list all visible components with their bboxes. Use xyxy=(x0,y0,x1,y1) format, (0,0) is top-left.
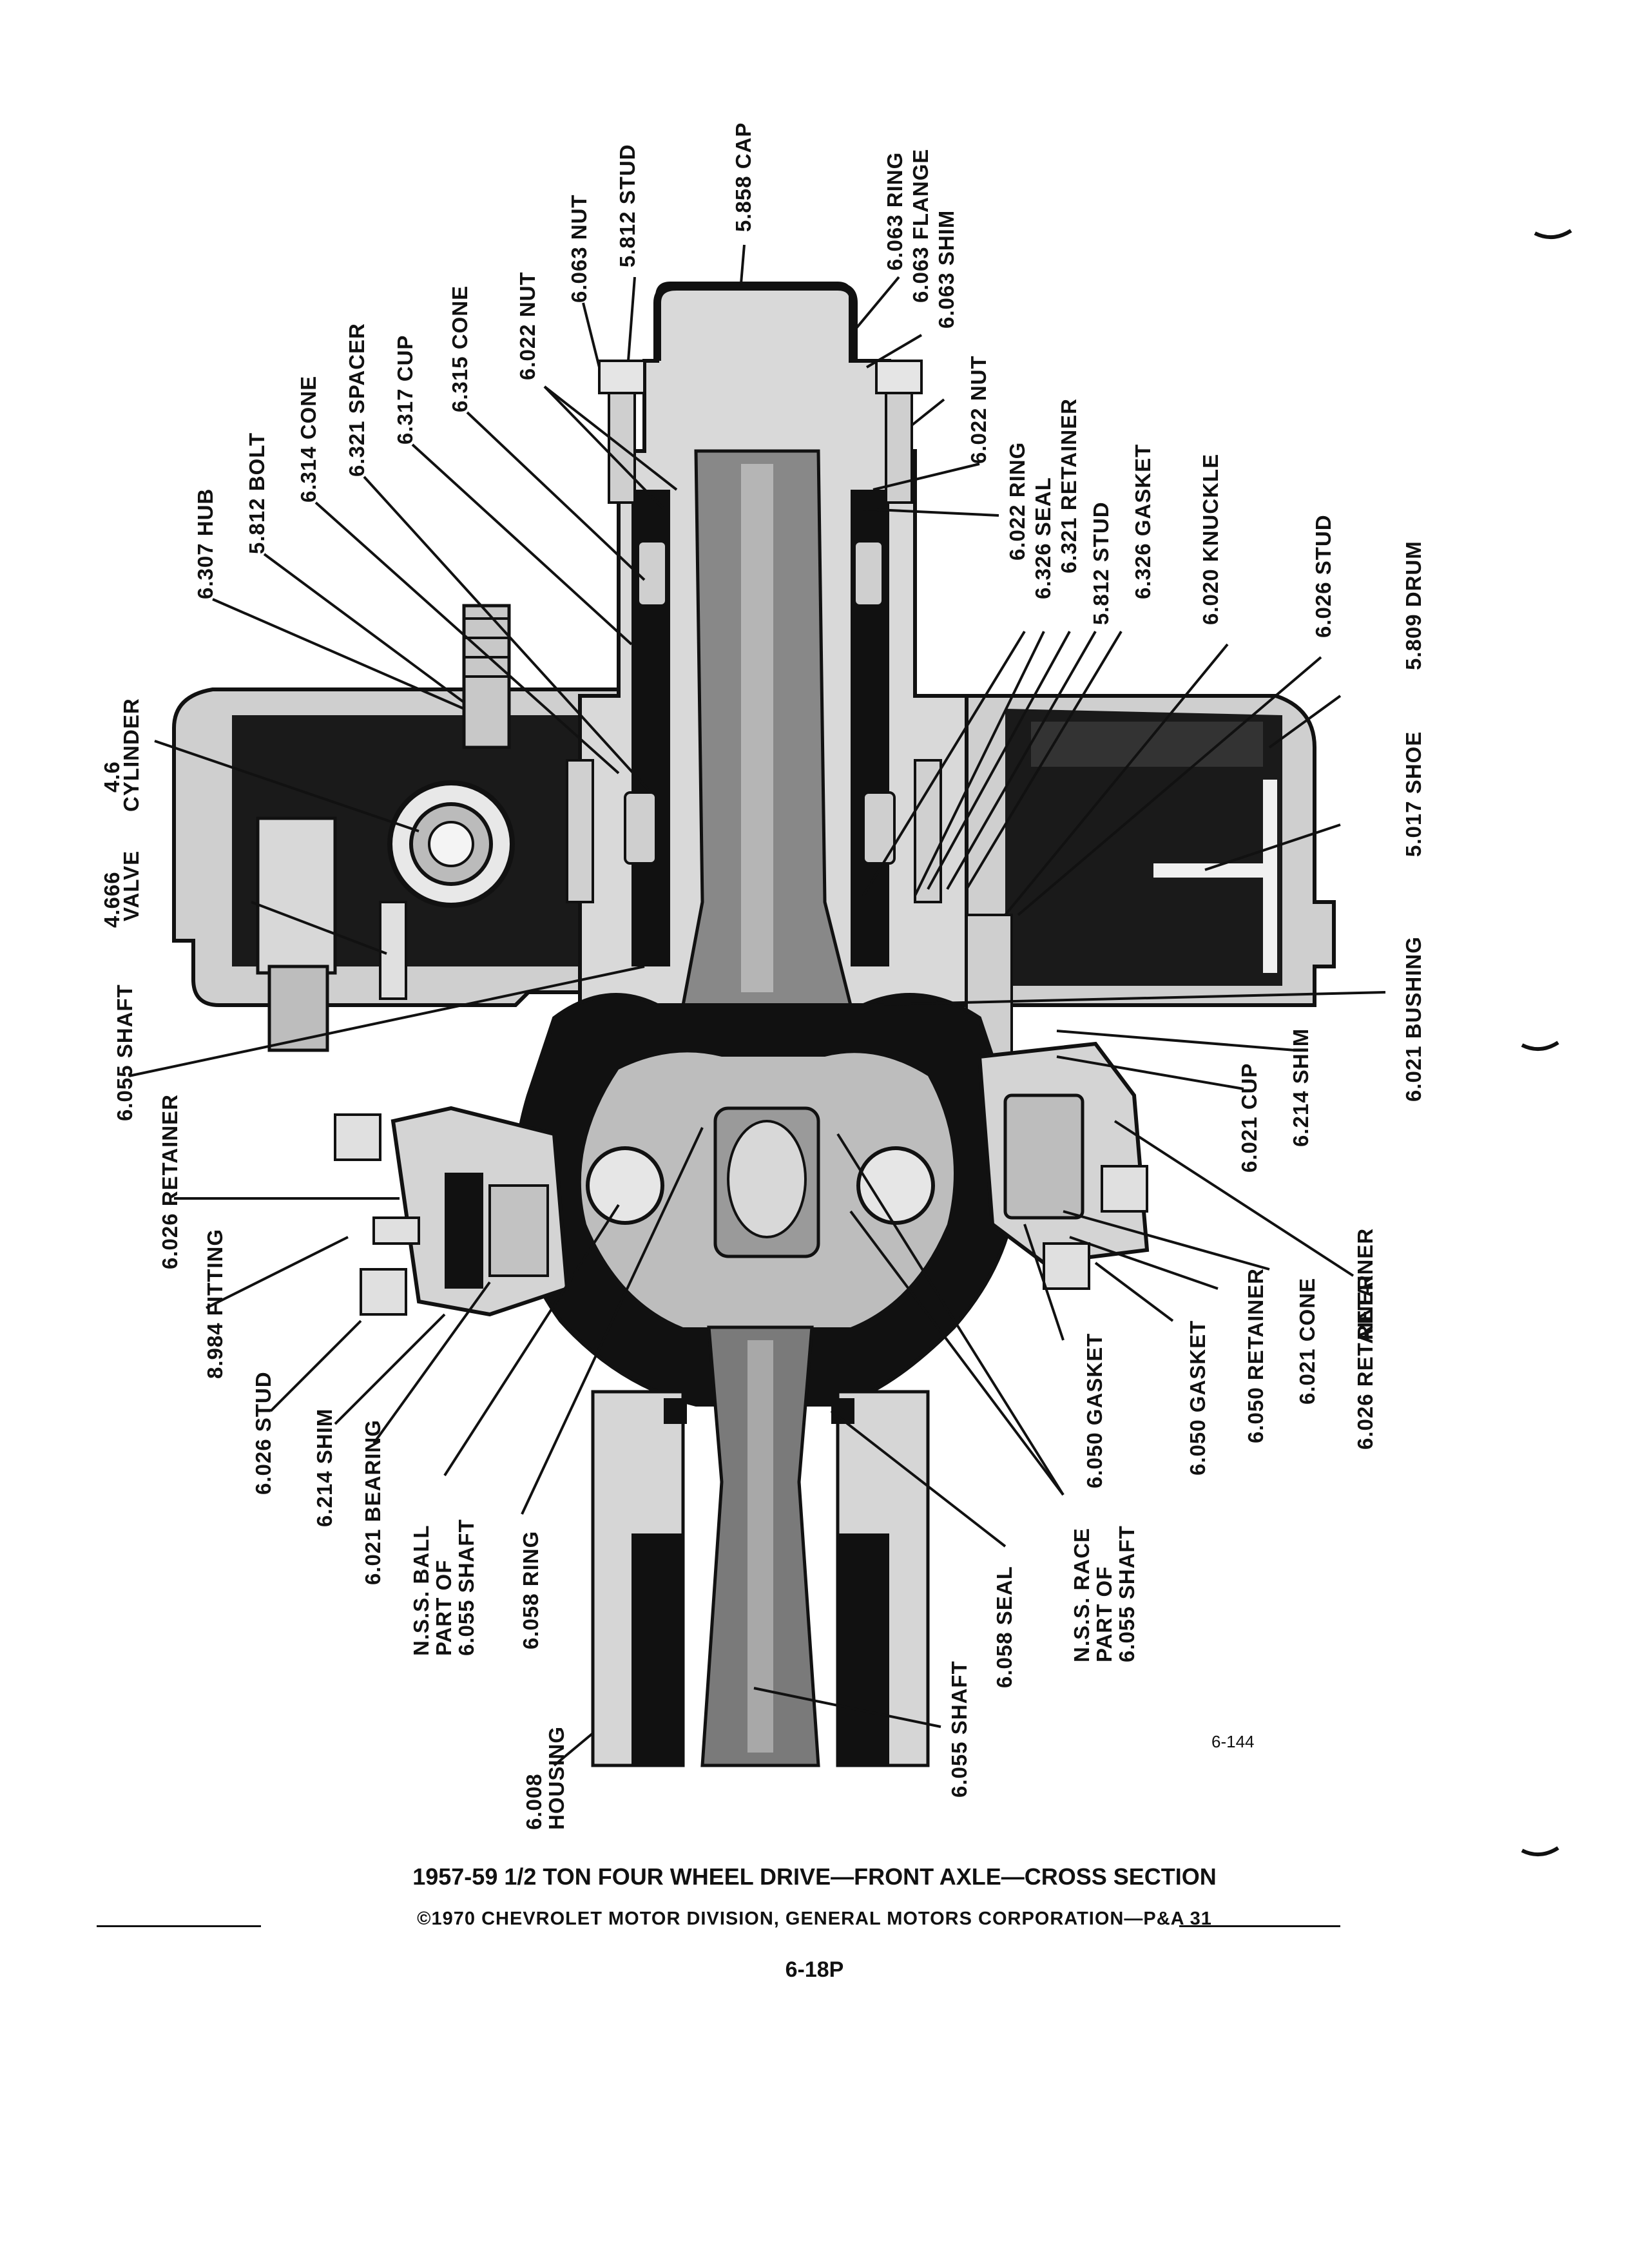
bleeder-valve xyxy=(379,901,407,1000)
label-valve: VALVE xyxy=(119,850,143,921)
label-flange: 6.063 FLANGE xyxy=(909,149,932,303)
right-bearing-cone xyxy=(1003,1093,1084,1220)
label-knuckle: 6.020 KNUCKLE xyxy=(1199,454,1222,625)
axle-housing-dark-right xyxy=(838,1533,889,1765)
label-spacer: 6.321 SPACER xyxy=(345,323,369,477)
axle-housing-dark-left xyxy=(631,1533,683,1765)
label-seal-6058: 6.058 SEAL xyxy=(992,1566,1016,1688)
label-gasket-6326: 6.326 GASKET xyxy=(1131,444,1155,599)
bearing-lower-right xyxy=(862,791,896,865)
hub-cap xyxy=(653,283,858,361)
callout-labels: 5.858 CAP 5.812 STUD 6.063 NUT 6.022 NUT… xyxy=(100,122,1425,1830)
label-nss-ball-2: PART OF xyxy=(432,1560,456,1656)
label-shim-6214: 6.214 SHIM xyxy=(1289,1028,1313,1147)
label-shaft-lower: 6.055 SHAFT xyxy=(947,1660,971,1798)
label-retainer-6321: 6.321 RETAINER xyxy=(1057,398,1081,573)
cv-ball-left xyxy=(586,1146,664,1225)
label-shaft-upper: 6.055 SHAFT xyxy=(113,984,137,1121)
bearing-upper-right xyxy=(853,540,884,607)
label-ring-6022: 6.022 RING xyxy=(1005,442,1029,561)
label-fitting: 8.984 FITTING xyxy=(203,1229,227,1379)
knuckle-stud-left xyxy=(566,759,594,903)
label-ring-6058: 6.058 RING xyxy=(519,1531,543,1649)
label-bolt: 5.812 BOLT xyxy=(245,432,269,554)
axle-drawing xyxy=(172,282,1336,1767)
left-bearing-cup xyxy=(488,1184,549,1277)
label-nss-ball-3: 6.055 SHAFT xyxy=(454,1519,478,1656)
brake-shoe-web xyxy=(1153,863,1269,878)
label-stud-left: 6.026 STUD xyxy=(251,1371,275,1495)
bearing-lower-left xyxy=(624,791,657,865)
flange-nut-right xyxy=(875,360,923,394)
label-ring-6063: 6.063 RING xyxy=(883,152,907,271)
label-nss-race-1: N.S.S. RACE xyxy=(1070,1528,1094,1662)
label-nss-race-3: 6.055 SHAFT xyxy=(1115,1525,1139,1662)
punch-mark-bottom xyxy=(1521,1846,1559,1856)
valve-body xyxy=(256,816,337,975)
brake-drum-right-inner xyxy=(1005,709,1282,986)
leader-lines xyxy=(128,244,1386,1767)
label-retainer-6050: 6.050 RETAINER xyxy=(1244,1268,1268,1443)
label-cylinder: CYLINDER xyxy=(119,698,143,812)
label-gasket-6050b: 6.050 GASKET xyxy=(1083,1333,1106,1488)
rule-right xyxy=(1179,1925,1340,1927)
label-nss-race-2: PART OF xyxy=(1092,1566,1116,1662)
cv-inner-ball xyxy=(727,1120,807,1238)
label-stud-top: 5.812 STUD xyxy=(615,144,639,267)
label-cone-6315: 6.315 CONE xyxy=(448,285,472,412)
left-stud-nut-top xyxy=(334,1113,381,1161)
label-cup-6317: 6.317 CUP xyxy=(393,335,417,445)
label-bearing: 6.021 BEARING xyxy=(361,1419,385,1585)
label-stud-5812: 5.812 STUD xyxy=(1089,501,1113,625)
label-retainer-left: 6.026 RETAINER xyxy=(158,1094,182,1269)
rule-left xyxy=(97,1925,261,1927)
right-stud-nut-top xyxy=(1101,1165,1148,1213)
right-stud-nut-bottom xyxy=(1043,1242,1090,1290)
label-gasket-6050a: 6.050 GASKET xyxy=(1186,1320,1210,1475)
punch-mark-top xyxy=(1534,229,1572,239)
label-cup-6021: 6.021 CUP xyxy=(1237,1063,1261,1173)
label-nut-6022: 6.022 NUT xyxy=(516,271,539,380)
label-cap: 5.858 CAP xyxy=(731,122,755,232)
label-retainer-6026-full: 6.026 RETAINER xyxy=(1353,1274,1377,1450)
label-hub: 6.307 HUB xyxy=(193,488,217,599)
page-number: 6-18P xyxy=(785,1957,844,1982)
label-stud-6026: 6.026 STUD xyxy=(1311,514,1335,638)
flange-nut-left xyxy=(598,360,646,394)
label-housing: HOUSING xyxy=(545,1726,568,1830)
label-cone-6314: 6.314 CONE xyxy=(296,376,320,503)
valve-nut xyxy=(267,965,329,1052)
label-shoe: 5.017 SHOE xyxy=(1402,731,1425,857)
knuckle-stud-right xyxy=(914,759,942,903)
wheel-cylinder-core xyxy=(428,821,474,867)
inner-axle-highlight xyxy=(747,1340,773,1753)
label-shim-left: 6.214 SHIM xyxy=(313,1408,336,1527)
label-nut-6022-right: 6.022 NUT xyxy=(967,355,990,464)
cv-ball-right xyxy=(856,1146,935,1225)
left-retainer-dark xyxy=(445,1173,483,1289)
label-cone-6021: 6.021 CONE xyxy=(1295,1278,1319,1405)
figure-number: 6-144 xyxy=(1211,1732,1255,1751)
brake-shoe xyxy=(1263,780,1277,973)
label-shim-6063: 6.063 SHIM xyxy=(934,210,958,329)
punch-mark-middle xyxy=(1521,1041,1559,1051)
left-fitting xyxy=(372,1216,420,1245)
label-valve-num: 4.666 xyxy=(100,871,124,928)
left-stud-nut-bottom xyxy=(360,1268,407,1316)
label-retainer-right: RETAINER xyxy=(1353,1228,1377,1340)
label-cylinder-num: 4.6 xyxy=(100,761,124,793)
label-nss-ball-1: N.S.S. BALL xyxy=(409,1524,433,1656)
label-drum: 5.809 DRUM xyxy=(1402,541,1425,670)
caption-title: 1957-59 1/2 TON FOUR WHEEL DRIVE—FRONT A… xyxy=(412,1863,1217,1890)
bearing-upper-left xyxy=(637,540,668,607)
label-seal-6326: 6.326 SEAL xyxy=(1031,477,1055,599)
seal-clip-left xyxy=(664,1398,687,1424)
label-nut-top: 6.063 NUT xyxy=(567,194,591,303)
label-housing-num: 6.008 xyxy=(522,1773,546,1830)
caption-copyright: ©1970 CHEVROLET MOTOR DIVISION, GENERAL … xyxy=(417,1908,1212,1929)
label-bushing: 6.021 BUSHING xyxy=(1402,936,1425,1102)
axle-shaft-highlight xyxy=(741,464,773,992)
